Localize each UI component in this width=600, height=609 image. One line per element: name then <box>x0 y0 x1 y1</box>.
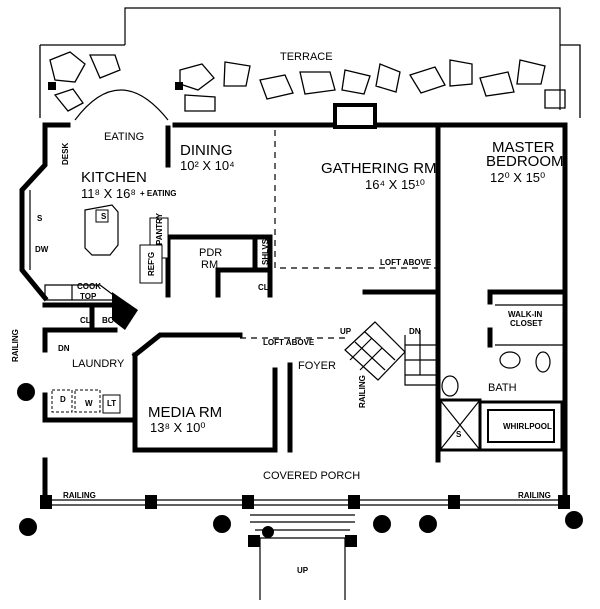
pdr-label-2: RM <box>201 259 218 271</box>
master-label-1: MASTER <box>492 139 555 156</box>
railing-label-porch-right: RAILING <box>518 491 551 500</box>
loft-above-label-2: LOFT ABOVE <box>263 338 315 347</box>
cooktop-label-1: COOK <box>77 282 101 291</box>
terrace <box>39 7 581 118</box>
sink-label: S <box>101 212 107 221</box>
dining-dims: 10² X 10⁴ <box>180 158 235 173</box>
sink-label-2: S <box>37 214 43 223</box>
pdr-label-1: PDR <box>199 247 222 259</box>
porch-label: COVERED PORCH <box>263 470 360 482</box>
shlvs-label: SHLVS <box>261 238 270 265</box>
dw-label: DW <box>35 245 49 254</box>
kitchen-label: KITCHEN <box>81 169 147 186</box>
refg-label: REF'G <box>147 252 156 276</box>
railing-label-stair: RAILING <box>358 375 367 408</box>
closet-label: CL <box>258 283 269 292</box>
media-dims: 13⁸ X 10⁰ <box>150 420 206 435</box>
walkin-label-1: WALK-IN <box>508 310 542 319</box>
railing-label-porch-left: RAILING <box>63 491 96 500</box>
closet-label-2: CL <box>80 316 91 325</box>
lt-label: LT <box>107 399 116 408</box>
dn-label-stair: DN <box>409 327 421 336</box>
media-label: MEDIA RM <box>148 404 222 421</box>
shower-label: S <box>456 430 462 439</box>
dn-label: DN <box>58 344 70 353</box>
desk-label: DESK <box>61 143 70 165</box>
up-label-steps: UP <box>297 566 309 575</box>
dining-label: DINING <box>180 142 233 159</box>
bc-label: BC <box>102 316 114 325</box>
bath-label: BATH <box>488 382 517 394</box>
foyer-label: FOYER <box>298 360 336 372</box>
walkin-label-2: CLOSET <box>510 319 543 328</box>
terrace-label: TERRACE <box>280 51 333 63</box>
shrubs <box>17 383 583 538</box>
laundry-label: LAUNDRY <box>72 358 125 370</box>
master-label-2: BEDROOM <box>486 153 564 170</box>
eating-label: EATING <box>104 131 144 143</box>
loft-above-label-1: LOFT ABOVE <box>380 258 432 267</box>
kitchen-dims: 11⁸ X 16⁸ <box>81 186 136 201</box>
gathering-dims: 16⁴ X 15¹⁰ <box>365 177 425 192</box>
whirlpool-label: WHIRLPOOL <box>503 422 552 431</box>
cooktop-label-2: TOP <box>80 292 97 301</box>
railing-label-left: RAILING <box>11 329 20 362</box>
pantry-label: PANTRY <box>155 212 164 245</box>
kitchen-note: + EATING <box>140 189 177 198</box>
up-label: UP <box>340 327 352 336</box>
master-dims: 12⁰ X 15⁰ <box>490 170 545 185</box>
gathering-label: GATHERING RM <box>321 160 437 177</box>
washer-label: W <box>85 399 93 408</box>
dryer-label: D <box>60 395 66 404</box>
walls <box>19 89 570 600</box>
